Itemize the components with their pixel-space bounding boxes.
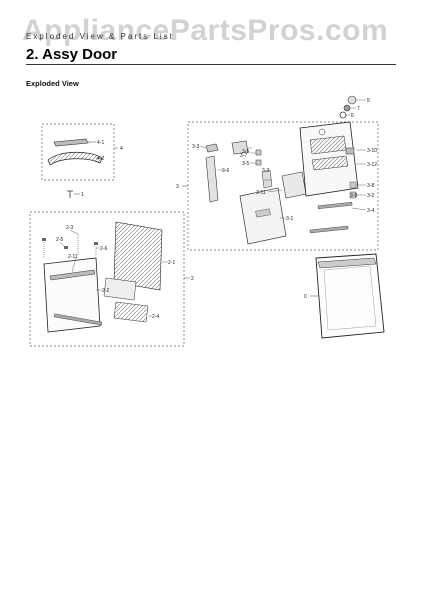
callout-3-12: 3-12 [367, 162, 377, 168]
title-rule [26, 64, 396, 65]
callout-3-8: 3-8 [367, 183, 374, 189]
callout-4-2: 4-2 [97, 156, 104, 162]
part-3-2 [261, 169, 273, 189]
part-bottom-trim [53, 313, 103, 326]
part-2-4-block [103, 277, 137, 301]
part-1: 1 [67, 190, 84, 198]
part-3-7 [231, 140, 249, 155]
part-3-3 [205, 143, 219, 153]
callout-2-2: 2-2 [102, 288, 109, 294]
callout-2-5: 2-5 [56, 237, 63, 243]
part-2-1 [49, 269, 96, 281]
header-label: Exploded View & Parts List [26, 32, 174, 41]
group-2-box [29, 211, 185, 347]
callout-2-1: 2-1 [168, 260, 175, 266]
part-3-rail [309, 225, 349, 234]
part-5 [347, 95, 357, 105]
part-3-6 [205, 155, 219, 203]
callout-3-6: 3-6 [222, 168, 229, 174]
callout-6: 6 [351, 113, 354, 119]
callout-4: 4 [120, 146, 123, 152]
part-2-4 [113, 301, 149, 323]
part-3-8 [349, 181, 357, 189]
callout-3-7: 3-7 [240, 153, 247, 159]
callout-3-3: 3-3 [192, 144, 199, 150]
group-4: 4-1 4-2 4 [41, 123, 123, 181]
part-3-5b [255, 159, 262, 166]
callout-3-2b: 3-2 [367, 193, 374, 199]
callout-2-3: 2-3 [66, 225, 73, 231]
part-0-complete-door: 0 [304, 253, 385, 339]
callout-3-11: 3-11 [256, 190, 266, 196]
parts-5-7-6: 5 7 6 [339, 95, 370, 119]
callout-2-6: 2-6 [100, 246, 107, 252]
callout-7: 7 [357, 106, 360, 112]
part-6 [339, 111, 347, 119]
part-4-1 [53, 138, 89, 147]
part-2-4-insulation [113, 221, 163, 291]
subtitle: Exploded View [26, 79, 79, 88]
part-3-11 [281, 171, 307, 199]
part-3-10 [345, 147, 355, 155]
part-2-6 [94, 242, 98, 245]
callout-3-10: 3-10 [367, 148, 377, 154]
callout-4-1: 4-1 [97, 140, 104, 146]
callout-3-1: 3-1 [286, 216, 293, 222]
page-title: 2. Assy Door [26, 46, 118, 63]
watermark: AppliancePartsPros.com [22, 14, 389, 47]
part-4-2 [47, 151, 103, 166]
callout-5: 5 [367, 98, 370, 104]
part-3-4 [317, 202, 353, 209]
group-4-box [41, 123, 115, 181]
part-3-5 [255, 149, 262, 156]
part-2-3 [42, 238, 46, 241]
callout-2: 2 [191, 276, 194, 282]
callout-0: 0 [304, 294, 307, 300]
group-3: 3 [176, 121, 379, 251]
callout-3: 3 [176, 184, 179, 190]
part-7 [343, 104, 351, 112]
callout-2-4: 2-4 [152, 314, 159, 320]
callout-3-5: 3-5 [242, 149, 249, 155]
group-2: 2 2-3 2-5 2-6 2-11 2-2 2-1 2-4 [29, 211, 194, 347]
callout-3-5b: 3-5 [242, 161, 249, 167]
callout-1: 1 [81, 192, 84, 198]
callout-3-2: 3-2 [262, 168, 269, 174]
callout-2-11: 2-11 [68, 254, 78, 260]
part-2-5 [64, 246, 68, 249]
callout-3-4: 3-4 [367, 208, 374, 214]
callout-3-9: 3-9 [350, 193, 357, 199]
